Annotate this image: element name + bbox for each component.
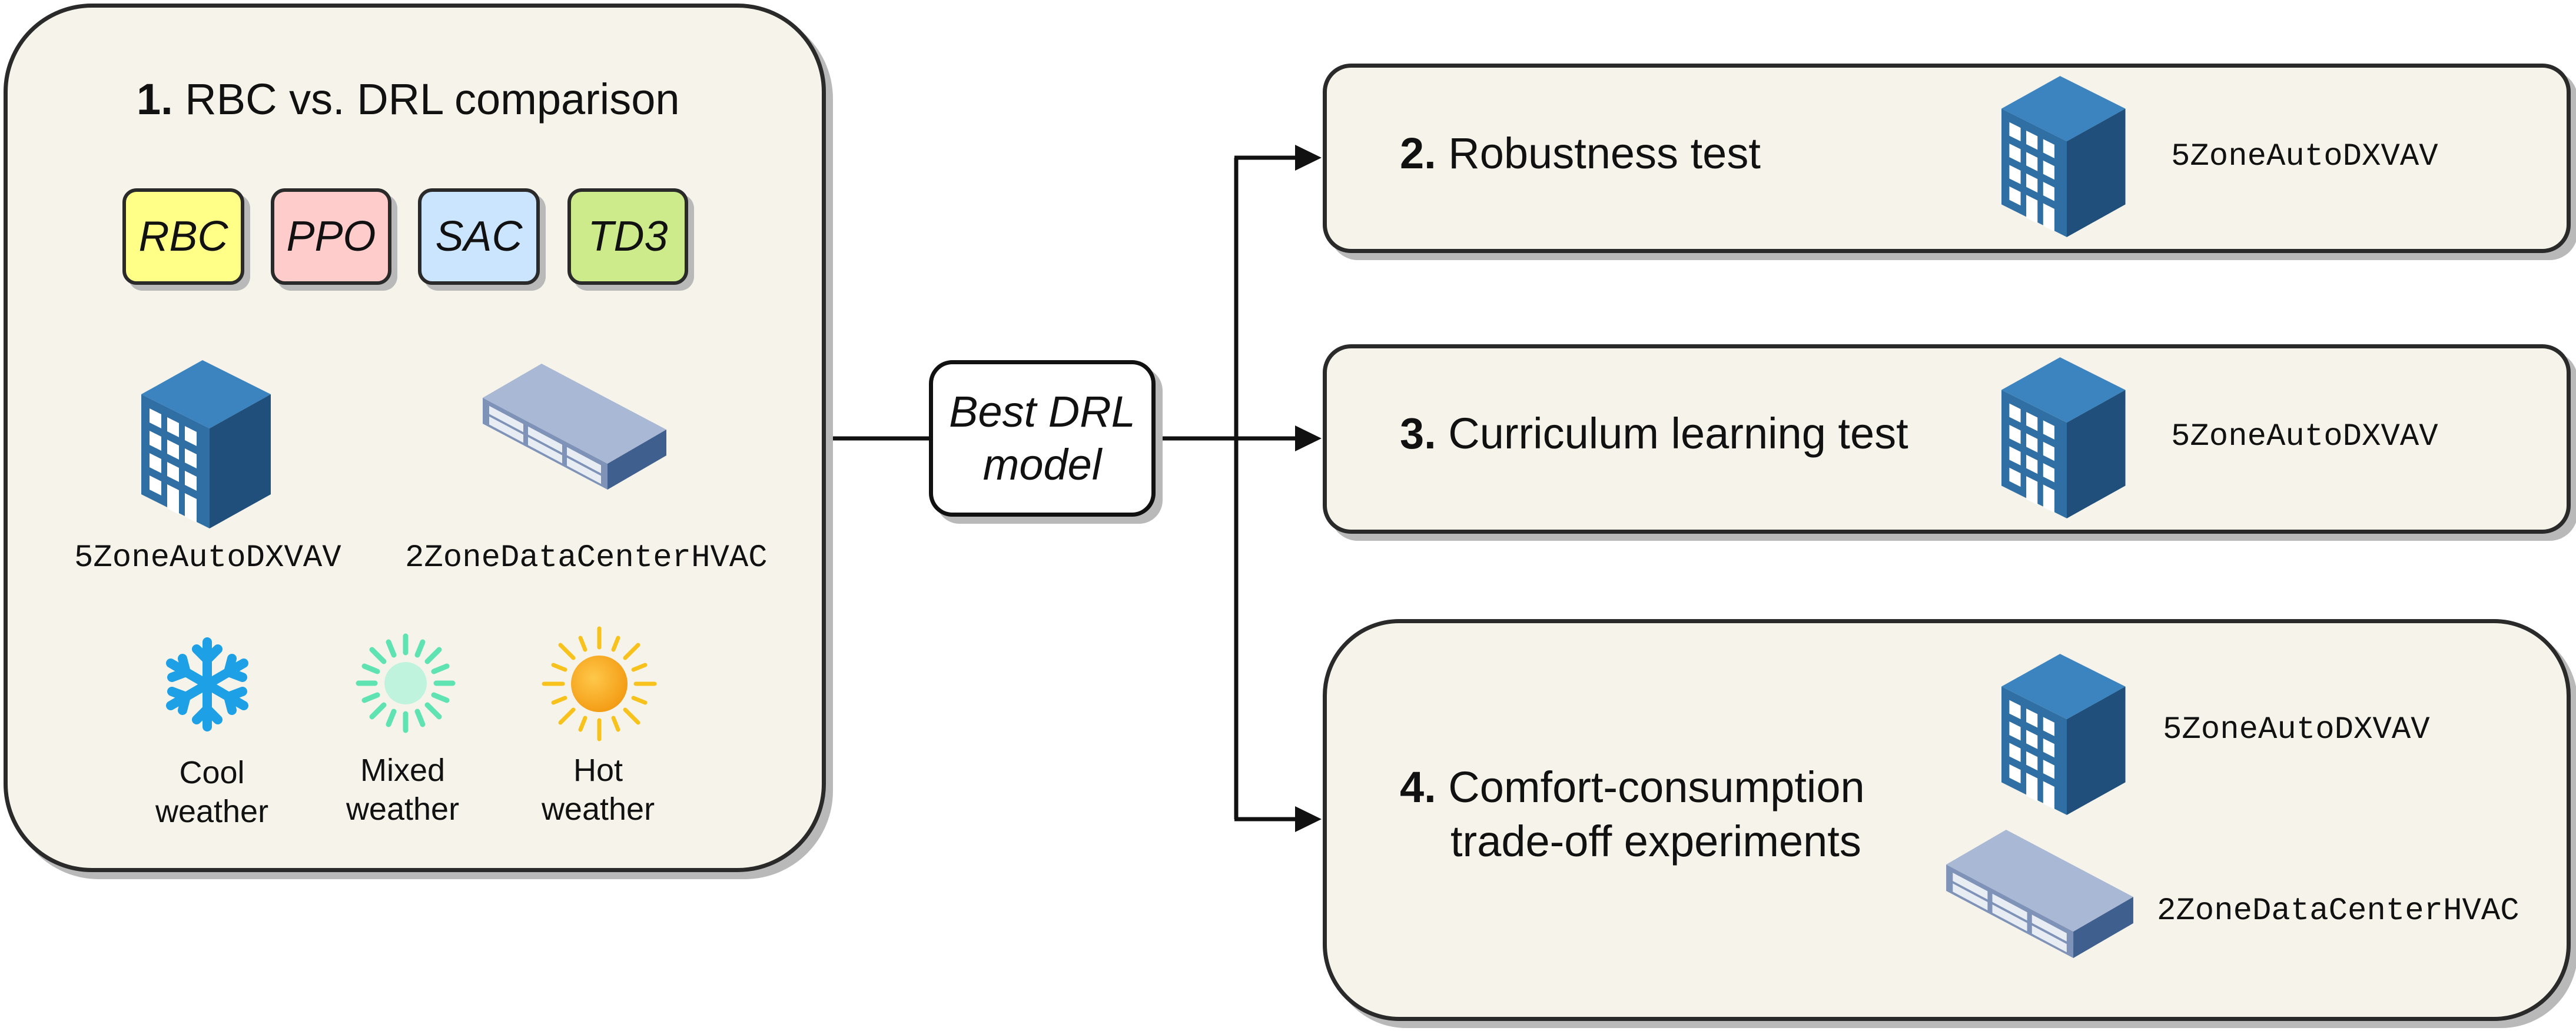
weather-mixed-line2: weather (346, 791, 460, 827)
panel-1-title: 1. RBC vs. DRL comparison (137, 74, 680, 124)
weather-label-hot: Hot weather (527, 751, 669, 829)
panel-2-building-label: 5ZoneAutoDXVAV (2171, 139, 2438, 175)
arrowhead-panel-4 (1295, 806, 1322, 832)
panel-4-title-line2: trade-off experiments (1450, 817, 1861, 866)
panel-comfort-consumption (1323, 619, 2571, 1021)
chip-td3: TD3 (567, 188, 688, 285)
panel-1-number: 1. (137, 75, 173, 124)
office-building-icon (2001, 76, 2126, 237)
chip-sac-label: SAC (435, 213, 523, 260)
panel-curriculum-learning-test (1323, 344, 2571, 534)
panel-3-number: 3. (1400, 409, 1436, 458)
office-building-icon (2001, 654, 2126, 815)
chip-ppo: PPO (271, 188, 391, 285)
panel-4-building-1-label: 5ZoneAutoDXVAV (2163, 712, 2430, 748)
panel-2-title: 2. Robustness test (1400, 128, 1761, 178)
panel-3-title: 3. Curriculum learning test (1400, 408, 1908, 458)
panel-4-title-line1: Comfort-consumption (1448, 763, 1865, 812)
panel-rbc-vs-drl (4, 4, 826, 872)
weather-hot-line2: weather (541, 791, 655, 827)
weather-cool-line2: weather (155, 794, 269, 829)
panel-4-building-2-label: 2ZoneDataCenterHVAC (2157, 893, 2519, 929)
panel-1-title-text: RBC vs. DRL comparison (185, 75, 680, 124)
panel-1-building-2-label: 2ZoneDataCenterHVAC (405, 540, 768, 576)
weather-label-mixed: Mixed weather (332, 751, 473, 829)
panel-2-number: 2. (1400, 129, 1436, 178)
snowflake-icon (166, 637, 248, 731)
mixed-weather-icon (356, 633, 456, 733)
office-building-icon (2001, 357, 2126, 518)
panel-robustness-test (1323, 64, 2571, 253)
chip-rbc: RBC (122, 188, 244, 285)
panel-3-title-text: Curriculum learning test (1448, 409, 1908, 458)
datacenter-icon (483, 364, 666, 490)
panel-4-title: 4. Comfort-consumption trade-off experim… (1400, 760, 1865, 869)
datacenter-icon (1946, 830, 2133, 958)
best-drl-model-box: Best DRL model (929, 360, 1156, 517)
chip-rbc-label: RBC (138, 213, 228, 260)
panel-3-building-label: 5ZoneAutoDXVAV (2171, 419, 2438, 455)
weather-label-cool: Cool weather (141, 753, 283, 831)
weather-cool-line1: Cool (179, 755, 245, 790)
panel-2-title-text: Robustness test (1448, 129, 1761, 178)
chip-td3-label: TD3 (587, 213, 668, 260)
office-building-icon (141, 360, 271, 528)
weather-hot-line1: Hot (573, 753, 623, 788)
arrowhead-panel-2 (1295, 145, 1322, 171)
arrowhead-panel-3 (1295, 425, 1322, 451)
chip-ppo-label: PPO (286, 213, 376, 260)
panel-4-number: 4. (1400, 763, 1436, 812)
chip-sac: SAC (418, 188, 540, 285)
best-drl-model-line2: model (982, 440, 1102, 489)
sun-icon (542, 626, 657, 741)
panel-1-building-1-label: 5ZoneAutoDXVAV (74, 540, 341, 576)
best-drl-model-line1: Best DRL (949, 387, 1136, 436)
weather-mixed-line1: Mixed (360, 753, 446, 788)
